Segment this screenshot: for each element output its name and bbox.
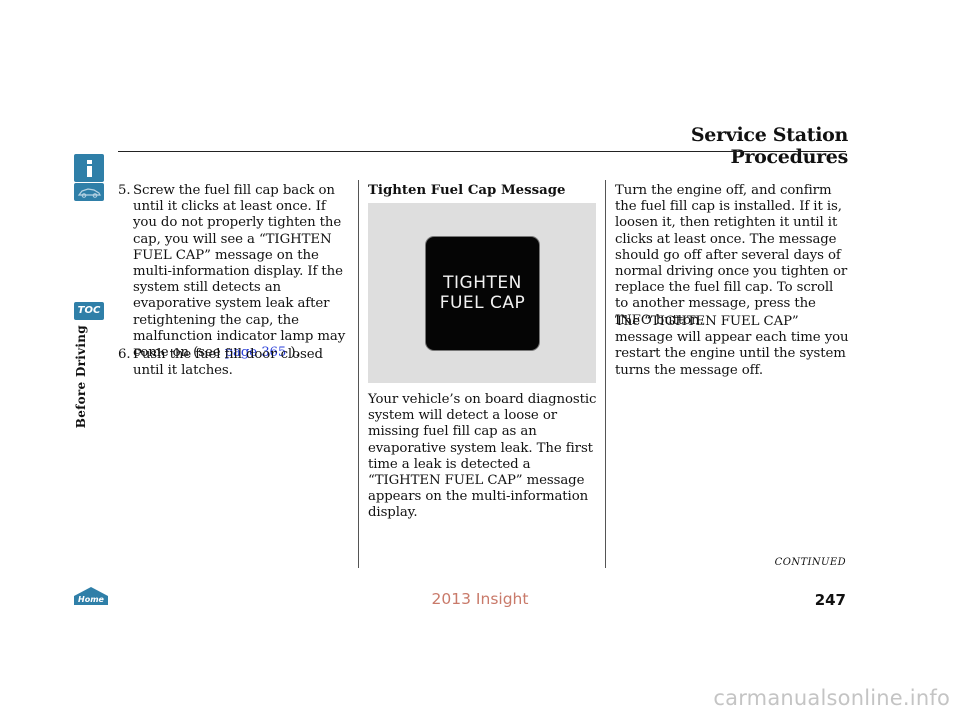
section-heading: Tighten Fuel Cap Message	[368, 183, 566, 198]
header-rule	[118, 151, 846, 152]
page-title: Service Station Procedures	[690, 124, 848, 168]
step-text: Screw the fuel fill cap back on until it…	[133, 183, 350, 361]
step-number: 6.	[118, 347, 131, 362]
message-paragraph: The “TIGHTEN FUEL CAP” message will appe…	[615, 314, 849, 378]
display-line: TIGHTEN	[443, 273, 522, 293]
watermark: carmanualsonline.info	[713, 686, 950, 710]
info-icon	[87, 160, 92, 164]
step-text-body: Screw the fuel fill cap back on until it…	[133, 183, 346, 361]
column-divider	[358, 180, 359, 568]
car-icon	[77, 188, 101, 198]
info-icon-bar	[87, 166, 92, 177]
diagnostic-paragraph: Your vehicle’s on board diagnostic syste…	[368, 392, 597, 521]
home-icon: Home	[74, 587, 108, 605]
instruction-paragraph: Turn the engine off, and confirm the fue…	[615, 183, 848, 328]
multi-info-display: TIGHTEN FUEL CAP	[426, 237, 539, 350]
continued-label: CONTINUED	[774, 557, 846, 568]
page-number: 247	[814, 591, 846, 609]
step-text: Push the fuel fill door closed until it …	[133, 347, 323, 379]
model-footer-link[interactable]: 2013 Insight	[431, 590, 529, 608]
home-button[interactable]: Home	[73, 586, 109, 606]
info-button[interactable]	[74, 154, 104, 182]
vehicle-button[interactable]	[74, 183, 104, 201]
section-tab-label: Before Driving	[74, 325, 88, 429]
toc-button[interactable]: TOC	[74, 302, 104, 320]
step-5: 5. Screw the fuel fill cap back on until…	[118, 183, 350, 361]
step-text-tail: ).	[286, 345, 300, 361]
section-tab: Before Driving	[74, 325, 94, 428]
home-label: Home	[78, 595, 105, 604]
step-6: 6. Push the fuel fill door closed until …	[118, 347, 350, 379]
display-line: FUEL CAP	[439, 293, 526, 313]
step-number: 5.	[118, 183, 131, 198]
page-link[interactable]: page 365	[224, 345, 287, 361]
column-divider	[605, 180, 606, 568]
